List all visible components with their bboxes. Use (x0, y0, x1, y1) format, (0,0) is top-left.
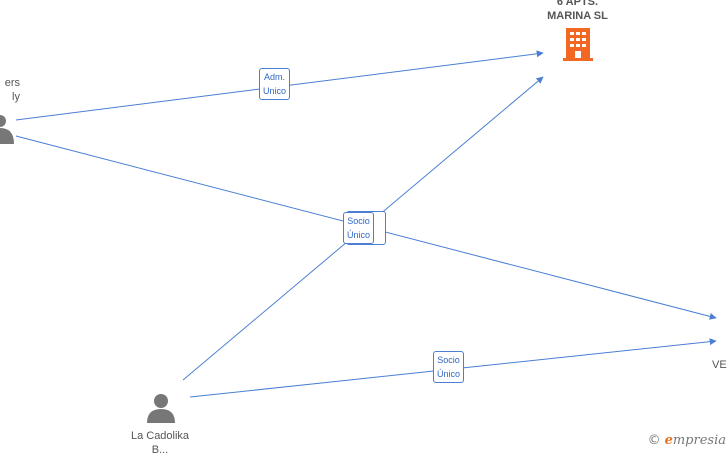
edge-label-line2: Único (347, 230, 371, 240)
brand-name: mpresia (672, 433, 726, 448)
edge-label-line2: Único (437, 369, 461, 379)
brand-initial: e (664, 433, 673, 448)
edge-label-adm-unico[interactable]: Adm. Unico (259, 68, 291, 100)
edge-label-line2: Unico (263, 86, 287, 96)
brand-watermark: ©empresia (648, 433, 726, 448)
edge-label-line1: Socio (437, 355, 460, 365)
edge-label-socio-unico-bottom[interactable]: Socio Único (433, 351, 465, 383)
company-top-label-line1: 6 APTS. (556, 0, 599, 8)
company-right-label[interactable]: VE (712, 358, 728, 372)
person-icon[interactable] (0, 115, 14, 144)
company-top-label[interactable]: 6 APTS. MARINA SL (530, 0, 625, 23)
person-bottom-label-line1: La Cadolika (130, 430, 190, 442)
copyright-symbol: © (647, 433, 661, 448)
edge-label-socio-unico-center[interactable]: Socio Único (343, 212, 375, 244)
person-left-label-line2: ly (12, 91, 20, 103)
edge-label-line1: Adm. (264, 72, 286, 82)
company-top-label-line2: MARINA SL (547, 10, 608, 22)
building-icon[interactable] (563, 28, 593, 61)
edge-label-line1: Socio (347, 216, 370, 226)
person-bottom-label[interactable]: La Cadolika B... (115, 429, 205, 457)
person-left-label[interactable]: ers ly (0, 76, 20, 104)
person-icon[interactable] (147, 394, 175, 423)
person-bottom-label-line2: B... (151, 444, 169, 456)
person-left-label-line1: ers (4, 77, 20, 89)
company-right-label-line1: VE (712, 359, 727, 371)
